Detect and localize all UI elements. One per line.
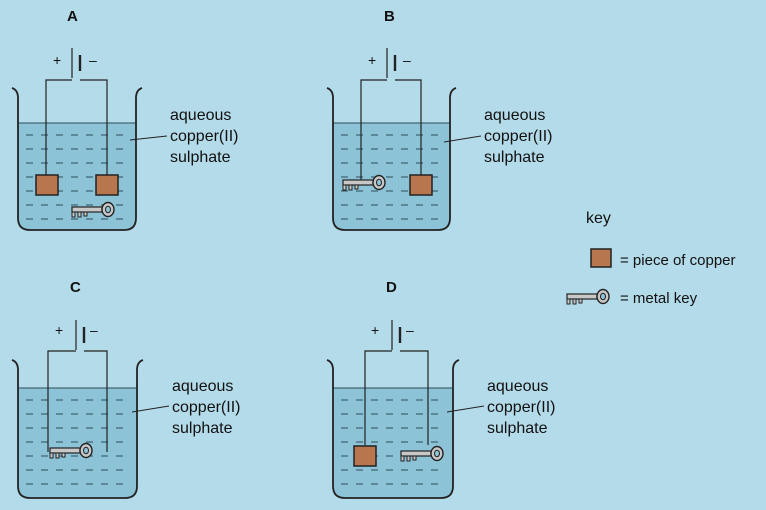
wire-right (400, 350, 429, 445)
label-leader (131, 405, 170, 413)
wire-left (360, 79, 387, 185)
legend-copper-swatch (590, 248, 612, 268)
key-copper-label: = piece of copper (620, 252, 736, 269)
beaker-panel-c (11, 320, 170, 499)
beaker-panel-a (11, 48, 168, 231)
solution-line-2: copper(II) (487, 399, 556, 416)
label-leader (446, 405, 485, 413)
key-heading: key (586, 210, 611, 227)
panel-a-title: A (67, 8, 78, 25)
solution-line-2: copper(II) (484, 128, 553, 145)
panel-b-title: B (384, 8, 395, 25)
solution-fill (18, 388, 137, 498)
panel-b-plus: + (368, 52, 377, 68)
wire-left (47, 350, 76, 452)
panel-c-minus: – (90, 322, 98, 338)
panel-a-solution-label: aqueous copper(II) sulphate (170, 105, 238, 168)
panel-d-solution-label: aqueous copper(II) sulphate (487, 376, 555, 439)
key-metal-key-label: = metal key (620, 290, 698, 307)
solution-line-3: sulphate (170, 149, 231, 166)
solution-line-1: aqueous (172, 378, 234, 395)
panel-c-title: C (70, 279, 81, 296)
wire-left (364, 350, 392, 445)
solution-line-3: sulphate (484, 149, 545, 166)
wire-left (45, 79, 72, 175)
solution-line-2: copper(II) (172, 399, 241, 416)
beaker-outline (11, 359, 144, 499)
panel-d-minus: – (406, 322, 414, 338)
solution-line-1: aqueous (484, 107, 546, 124)
panel-a-copper-left (35, 174, 59, 196)
solution-fill (333, 388, 453, 498)
panel-d-copper-left (353, 445, 377, 467)
panel-b-minus: – (403, 52, 411, 68)
wire-right (84, 350, 108, 452)
legend-metal-key-icon (566, 288, 610, 305)
solution-line-2: copper(II) (170, 128, 239, 145)
solution-line-1: aqueous (170, 107, 232, 124)
panel-a-plus: + (53, 52, 62, 68)
solution-line-3: sulphate (487, 420, 548, 437)
label-leader (129, 135, 168, 141)
beaker-outline (11, 87, 143, 231)
beaker-outline (326, 359, 460, 499)
solution-line-1: aqueous (487, 378, 549, 395)
wire-right (395, 79, 422, 175)
label-leader (443, 135, 482, 143)
beaker-panel-b (326, 48, 482, 231)
panel-c-plus: + (55, 322, 64, 338)
panel-d-plus: + (371, 322, 380, 338)
panel-a-copper-right (95, 174, 119, 196)
solution-line-3: sulphate (172, 420, 233, 437)
beaker-panel-d (326, 320, 485, 499)
panel-b-copper-right (409, 174, 433, 196)
panel-b-solution-label: aqueous copper(II) sulphate (484, 105, 552, 168)
panel-a-minus: – (89, 52, 97, 68)
wire-right (80, 79, 108, 175)
beaker-outline (326, 87, 457, 231)
panel-d-title: D (386, 279, 397, 296)
panel-c-solution-label: aqueous copper(II) sulphate (172, 376, 240, 439)
